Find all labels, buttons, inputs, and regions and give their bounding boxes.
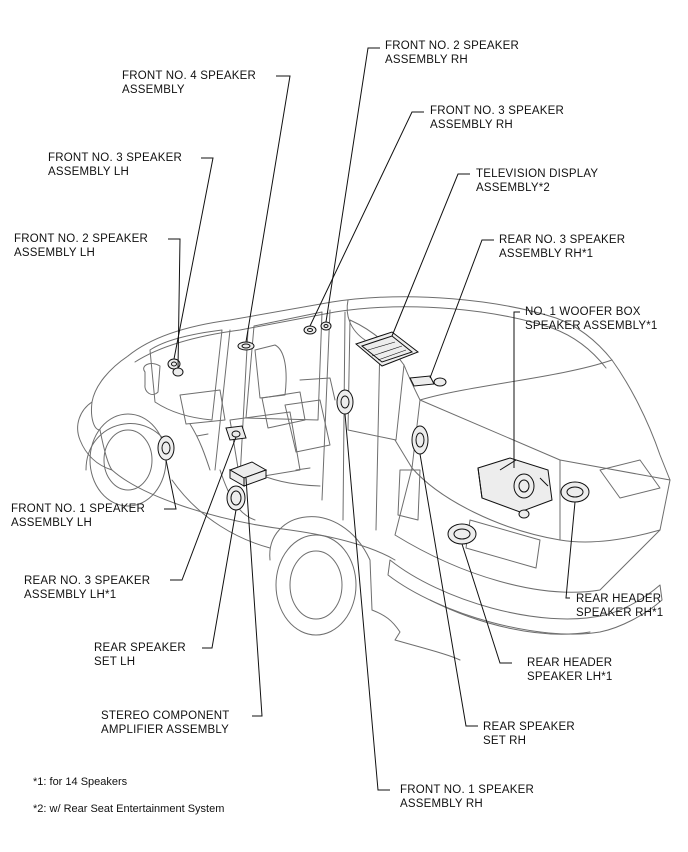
rear-speaker-rh-icon [411, 425, 429, 455]
label-front-no2-speaker-rh: FRONT NO. 2 SPEAKER ASSEMBLY RH [385, 40, 519, 66]
leader-front-no4 [245, 75, 291, 343]
leader-rear-no3-rh [429, 239, 494, 379]
leader-television-display [391, 173, 470, 337]
label-rear-speaker-set-rh: REAR SPEAKER SET RH [483, 721, 575, 747]
leader-front-no3-rh [309, 111, 424, 327]
label-rear-header-speaker-lh: REAR HEADER SPEAKER LH*1 [527, 657, 613, 683]
footnote-rear-seat-entertainment: *2: w/ Rear Seat Entertainment System [33, 803, 225, 815]
label-front-no4-speaker: FRONT NO. 4 SPEAKER ASSEMBLY [122, 70, 256, 96]
label-front-no1-speaker-rh: FRONT NO. 1 SPEAKER ASSEMBLY RH [400, 784, 534, 810]
label-front-no3-speaker-lh: FRONT NO. 3 SPEAKER ASSEMBLY LH [48, 152, 182, 178]
label-television-display: TELEVISION DISPLAY ASSEMBLY*2 [476, 168, 599, 194]
rear-no3-rh-speaker-icon [409, 375, 447, 387]
label-rear-no3-speaker-rh: REAR NO. 3 SPEAKER ASSEMBLY RH*1 [499, 234, 626, 260]
vehicle-body [77, 296, 671, 661]
television-display-icon [354, 331, 420, 367]
rear-header-rh-speaker-icon [560, 481, 590, 503]
leader-front-no3-lh [173, 157, 214, 360]
leader-rear-no3-lh [170, 436, 237, 581]
rear-no3-lh-speaker-icon [225, 425, 247, 441]
leader-front-no2-lh [168, 238, 181, 369]
front-no4-speaker-icon [237, 341, 255, 351]
label-front-no2-speaker-lh: FRONT NO. 2 SPEAKER ASSEMBLY LH [14, 233, 148, 259]
front-no2-lh-speaker-icon [172, 367, 184, 377]
front-no2-rh-speaker-icon [320, 321, 332, 331]
label-front-no1-speaker-lh: FRONT NO. 1 SPEAKER ASSEMBLY LH [11, 503, 145, 529]
leader-front-no1-rh [344, 413, 390, 791]
leader-front-no1-lh [164, 459, 177, 510]
label-rear-no3-speaker-lh: REAR NO. 3 SPEAKER ASSEMBLY LH*1 [24, 575, 151, 601]
stereo-amplifier-icon [228, 461, 268, 487]
leader-rear-header-rh [565, 501, 576, 599]
label-rear-speaker-set-lh: REAR SPEAKER SET LH [94, 642, 186, 668]
rear-speaker-lh-icon [226, 485, 246, 511]
front-no1-rh-speaker-icon [336, 389, 354, 415]
front-no3-rh-speaker-icon [303, 325, 317, 335]
woofer-box-icon [477, 457, 553, 519]
leader-lines [164, 47, 576, 791]
leader-woofer-box [513, 311, 520, 468]
footnote-14-speakers: *1: for 14 Speakers [33, 776, 128, 788]
front-no3-lh-speaker-icon [167, 358, 181, 370]
label-front-no3-speaker-rh: FRONT NO. 3 SPEAKER ASSEMBLY RH [430, 105, 564, 131]
speaker-parts [157, 321, 590, 545]
leader-rear-speaker-rh [419, 453, 478, 727]
leader-rear-speaker-lh [202, 509, 237, 649]
label-woofer-box: NO. 1 WOOFER BOX SPEAKER ASSEMBLY*1 [525, 306, 658, 332]
leader-front-no2-rh [325, 47, 380, 323]
label-stereo-amplifier: STEREO COMPONENT AMPLIFIER ASSEMBLY [101, 710, 230, 736]
leader-rear-header-lh [461, 543, 512, 664]
front-no1-lh-speaker-icon [157, 435, 175, 461]
leader-stereo-amp [245, 477, 263, 717]
label-rear-header-speaker-rh: REAR HEADER SPEAKER RH*1 [576, 593, 664, 619]
rear-header-lh-speaker-icon [447, 523, 477, 545]
